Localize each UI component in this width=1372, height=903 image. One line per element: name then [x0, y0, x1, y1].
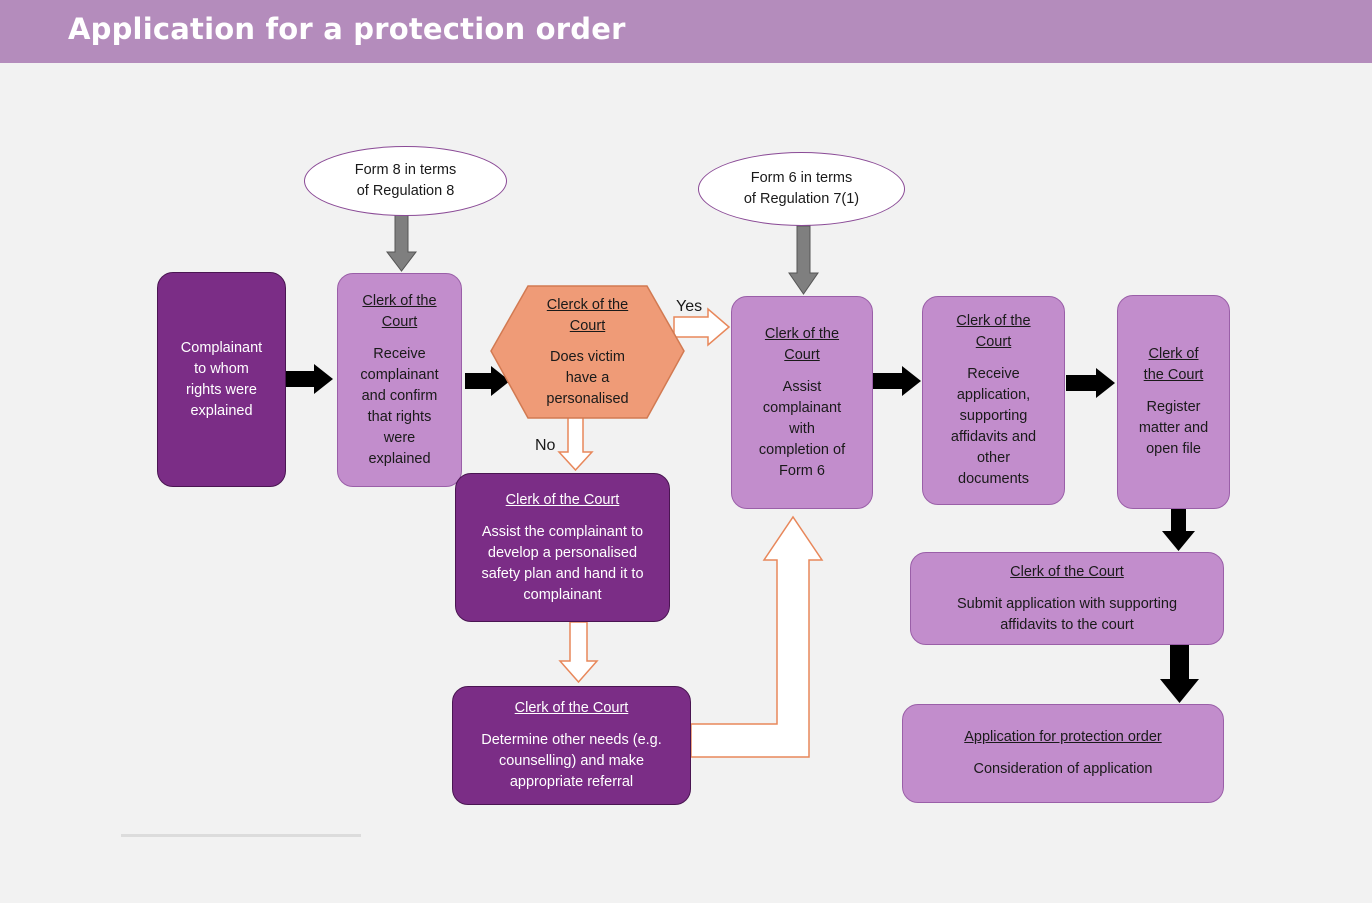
form6-oval: Form 6 in terms of Regulation 7(1): [698, 152, 905, 226]
consideration-text: Consideration of application: [973, 761, 1153, 777]
no-label: No: [535, 437, 556, 454]
needs-to-assist-outline-arrow: [690, 515, 824, 758]
form8-text: Form 8 in terms of Regulation 8: [354, 162, 457, 199]
register-role: Clerk of the Court: [1143, 346, 1204, 383]
receive-complainant-text: Receive complainant and confirm that rig…: [360, 345, 439, 467]
arrow-receive-application-to-register: [1066, 368, 1115, 398]
safety-plan-text: Assist the complainant to develop a pers…: [481, 523, 644, 603]
safety-plan-box: Clerk of the Court Assist the complainan…: [455, 473, 670, 622]
yes-outline-arrow: [673, 307, 731, 347]
safety-plan-role: Clerk of the Court: [505, 491, 620, 508]
register-text: Register matter and open file: [1138, 399, 1209, 457]
form6-text: Form 6 in terms of Regulation 7(1): [743, 170, 860, 207]
footer-divider: [121, 834, 361, 837]
other-needs-text: Determine other needs (e.g. counselling)…: [481, 732, 662, 790]
receive-application-role: Clerk of the Court: [956, 313, 1031, 350]
yes-label: Yes: [676, 298, 703, 315]
submit-text: Submit application with supporting affid…: [956, 595, 1178, 633]
decision-node: Clerck of the Court Does victim have a p…: [491, 286, 684, 418]
decision-text: Does victim have a personalised: [546, 348, 629, 407]
receive-application-box: Clerk of the Court Receive application, …: [922, 296, 1065, 505]
arrow-assist-to-receive-application: [873, 366, 921, 396]
other-needs-role: Clerk of the Court: [514, 700, 629, 716]
decision-role: Clerck of the Court: [546, 296, 629, 334]
form8-down-arrow: [385, 214, 418, 272]
header-bar: Application for a protection order: [0, 0, 1372, 63]
consideration-role: Application for protection order: [964, 729, 1162, 745]
submit-box: Clerk of the Court Submit application wi…: [910, 552, 1224, 645]
arrow-register-to-submit: [1162, 509, 1195, 551]
decision-hexagon: [490, 285, 685, 419]
register-box: Clerk of the Court Register matter and o…: [1117, 295, 1230, 509]
page-title: Application for a protection order: [68, 12, 626, 46]
complainant-box: Complainant to whom rights were explaine…: [157, 272, 286, 487]
receive-complainant-role: Clerk of the Court: [362, 292, 437, 330]
no-outline-arrow: [557, 416, 594, 472]
form6-down-arrow: [788, 225, 819, 295]
arrow-receive-to-decision: [465, 366, 510, 396]
other-needs-box: Clerk of the Court Determine other needs…: [452, 686, 691, 805]
safety-to-needs-outline-arrow: [558, 621, 599, 684]
complainant-text: Complainant to whom rights were explaine…: [180, 339, 263, 419]
assist-form6-text: Assist complainant with completion of Fo…: [758, 378, 846, 479]
receive-application-text: Receive application, supporting affidavi…: [950, 366, 1037, 487]
form8-oval: Form 8 in terms of Regulation 8: [304, 146, 507, 216]
assist-form6-box: Clerk of the Court Assist complainant wi…: [731, 296, 873, 509]
receive-complainant-box: Clerk of the Court Receive complainant a…: [337, 273, 462, 487]
assist-form6-role: Clerk of the Court: [764, 325, 840, 363]
arrow-complainant-to-receive: [286, 364, 333, 394]
submit-role: Clerk of the Court: [1010, 563, 1124, 580]
consideration-box: Application for protection order Conside…: [902, 704, 1224, 803]
arrow-submit-to-consideration: [1160, 645, 1199, 703]
